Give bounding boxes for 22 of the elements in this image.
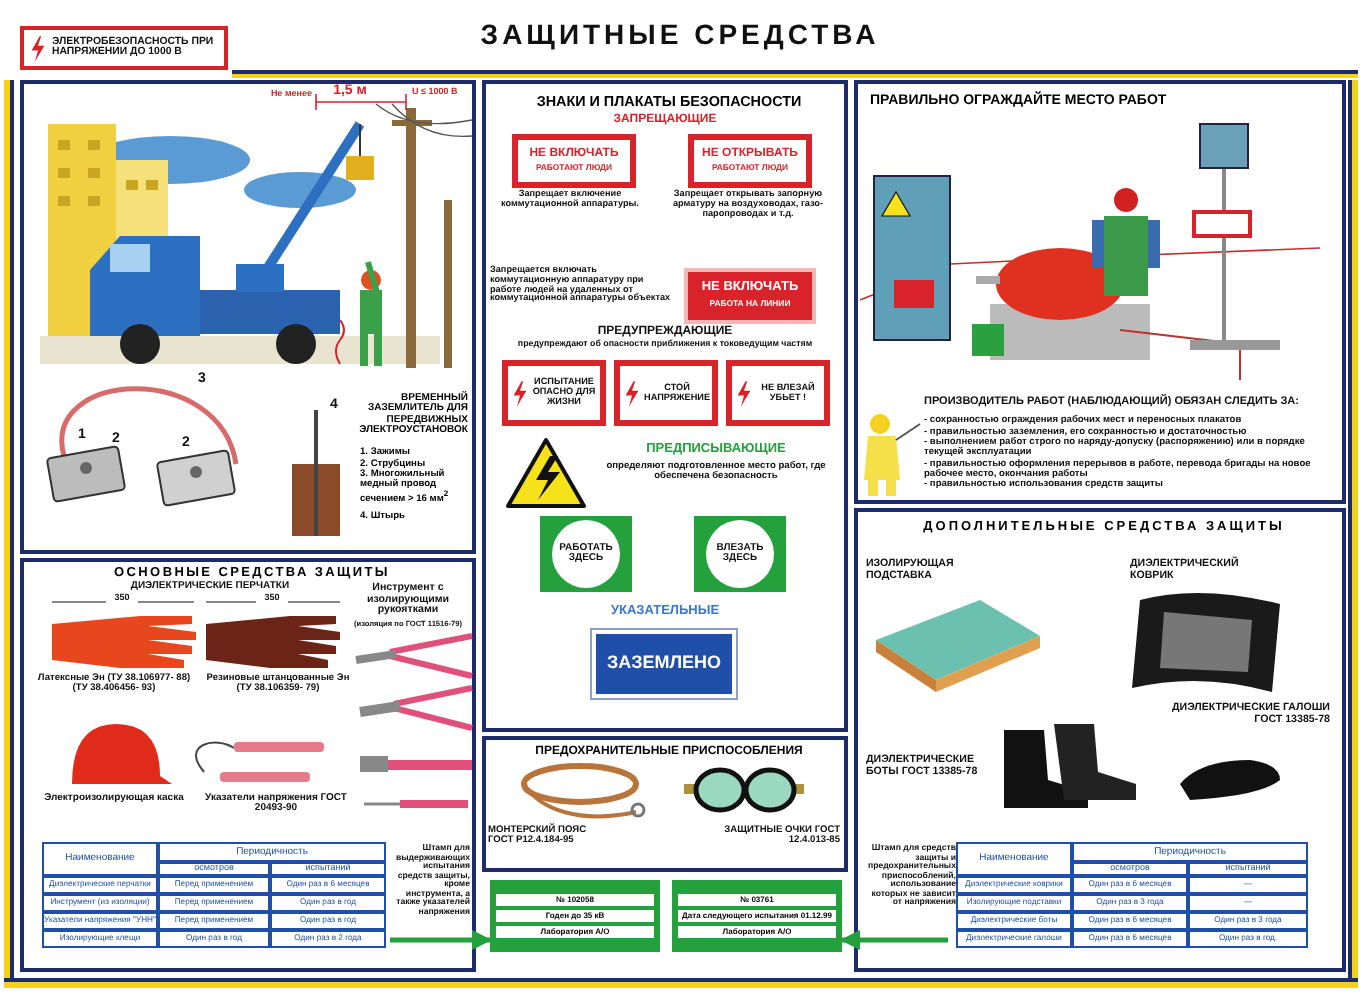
warning-sign	[614, 360, 718, 426]
section-panel	[20, 558, 476, 972]
section-panel	[20, 80, 476, 554]
prohibition-sign	[684, 268, 816, 324]
mandatory-sign	[540, 516, 632, 592]
arrow	[390, 930, 492, 950]
test-stamp	[672, 880, 842, 952]
warning-badge	[20, 26, 228, 70]
mandatory-sign	[694, 516, 786, 592]
indicator-sign	[592, 630, 736, 698]
test-stamp	[490, 880, 660, 952]
poster-title: ЗАЩИТНЫЕ СРЕДСТВА	[478, 20, 882, 50]
section-panel	[854, 508, 1346, 972]
section-panel	[482, 736, 848, 872]
section-panel	[482, 80, 848, 732]
warning-sign	[502, 360, 606, 426]
sign-text: ЗАЗЕМЛЕНО	[606, 654, 722, 674]
warning-sign	[726, 360, 830, 426]
prohibition-sign	[688, 134, 812, 188]
prohibition-sign	[512, 134, 636, 188]
arrow	[840, 930, 948, 950]
section-panel	[854, 80, 1346, 504]
